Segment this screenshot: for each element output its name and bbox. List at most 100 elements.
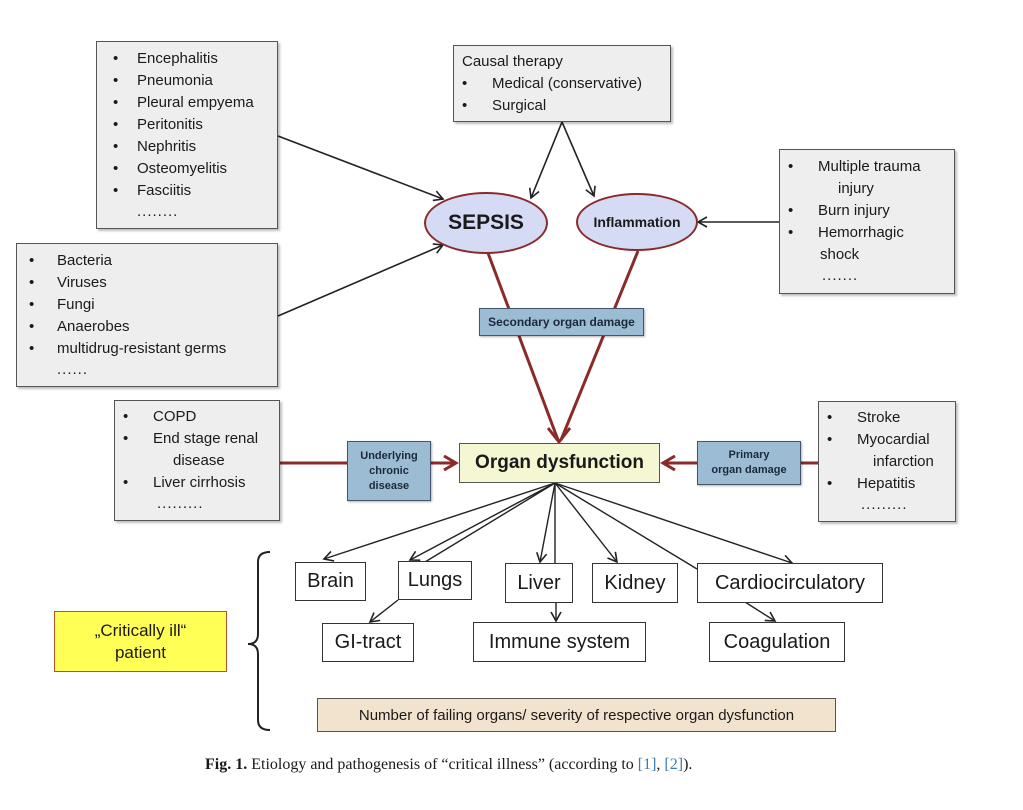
list-item: •Burn injury <box>788 200 954 222</box>
bullet-icon: • <box>123 408 129 425</box>
organ-cardiocirculatory: Cardiocirculatory <box>697 563 883 603</box>
list-item: •Fasciitis <box>113 180 277 202</box>
bullet-icon: • <box>113 182 119 199</box>
arrow-to-brain <box>322 482 556 562</box>
arrow-to-kidney <box>554 482 619 564</box>
therapy-title: Causal therapy <box>462 53 563 70</box>
bullet-icon: • <box>29 318 35 335</box>
primary-line2: organ damage <box>711 464 787 476</box>
underlying-line1: Underlying <box>360 449 418 462</box>
severity-label: Number of failing organs/ severity of re… <box>358 706 795 724</box>
organ-coagulation: Coagulation <box>709 622 845 662</box>
bullet-icon: • <box>827 475 833 492</box>
list-item: •Liver cirrhosis <box>123 472 279 494</box>
organ-lungs-label: Lungs <box>407 569 463 591</box>
bullet-icon: • <box>827 409 833 426</box>
secondary-organ-damage-label: Secondary organ damage <box>488 315 635 329</box>
infections-box: •Encephalitis •Pneumonia •Pleural empyem… <box>96 41 278 229</box>
curly-brace <box>247 551 271 731</box>
organ-cardio-label: Cardiocirculatory <box>714 571 866 594</box>
list-item: •Anaerobes <box>29 316 277 338</box>
bullet-icon: • <box>788 158 794 175</box>
reference-link-2[interactable]: [2] <box>664 756 684 773</box>
critically-ill-line2: patient <box>114 642 167 662</box>
ellipsis: ...... <box>57 361 89 378</box>
arrow-to-lungs-1 <box>408 482 556 561</box>
arrow-inflammation-to-organ-dysfunction <box>559 250 640 441</box>
list-item: •Bacteria <box>29 250 277 272</box>
organ-liver-label: Liver <box>517 571 561 594</box>
organ-gi-label: GI-tract <box>334 631 402 653</box>
reference-link-1[interactable]: [1] <box>637 756 657 773</box>
organ-dysfunction-label: Organ dysfunction <box>475 452 644 473</box>
secondary-organ-damage-box: Secondary organ damage <box>479 308 644 336</box>
bullet-icon: • <box>113 94 119 111</box>
critically-ill-line1: „Critically ill“ <box>94 620 187 640</box>
organ-brain-label: Brain <box>307 570 354 592</box>
bullet-icon: • <box>123 430 129 447</box>
list-item: •Stroke <box>827 407 955 429</box>
caption-separator: , <box>656 756 665 773</box>
bullet-icon: • <box>113 138 119 155</box>
inflammation-node: Inflammation <box>576 193 698 251</box>
bullet-icon: • <box>123 474 129 491</box>
causal-therapy-box: Causal therapy •Medical (conservative) •… <box>453 45 671 122</box>
bullet-icon: • <box>462 75 468 92</box>
organ-lungs: Lungs <box>398 561 472 600</box>
list-item: •Medical (conservative) <box>462 73 670 95</box>
primary-organ-damage-box: Primary organ damage <box>697 441 801 485</box>
underlying-chronic-disease-box: Underlying chronic disease <box>347 441 431 501</box>
bullet-icon: • <box>29 340 35 357</box>
organ-brain: Brain <box>295 562 366 601</box>
arrow-sepsis-to-organ-dysfunction <box>486 252 560 441</box>
red-arrowhead-top <box>546 427 572 445</box>
bullet-icon: • <box>113 50 119 67</box>
ellipsis: ....... <box>822 267 859 284</box>
bullet-icon: • <box>113 116 119 133</box>
list-item: •Nephritis <box>113 136 277 158</box>
bullet-icon: • <box>29 274 35 291</box>
bullet-icon: • <box>113 72 119 89</box>
list-item: •Encephalitis <box>113 48 277 70</box>
ellipsis: ......... <box>157 495 204 512</box>
bullet-icon: • <box>29 296 35 313</box>
pathogens-box: •Bacteria •Viruses •Fungi •Anaerobes •mu… <box>16 243 278 387</box>
bullet-icon: • <box>788 224 794 241</box>
bullet-icon: • <box>29 252 35 269</box>
list-item: •Fungi <box>29 294 277 316</box>
arrow-to-cardio <box>554 482 794 566</box>
arrow-pathogens-to-sepsis <box>277 243 445 317</box>
caption-text: Etiology and pathogenesis of “critical i… <box>247 756 638 773</box>
organ-immune-system: Immune system <box>473 622 646 662</box>
ellipsis: ......... <box>861 496 908 513</box>
sepsis-node: SEPSIS <box>424 192 548 254</box>
list-item: •Pneumonia <box>113 70 277 92</box>
arrow-cardio-to-coagulation <box>744 601 777 622</box>
bullet-icon: • <box>788 202 794 219</box>
list-item: •Osteomyelitis <box>113 158 277 180</box>
arrow-therapy-to-inflammation <box>561 121 596 198</box>
list-item: •Peritonitis <box>113 114 277 136</box>
caption-prefix: Fig. 1. <box>205 756 248 773</box>
caption-suffix: ). <box>683 756 693 773</box>
line-to-cardio-corner <box>554 482 698 570</box>
list-item: •COPD <box>123 406 279 428</box>
figure-caption: Fig. 1. Etiology and pathogenesis of “cr… <box>205 756 905 774</box>
organ-kidney-label: Kidney <box>604 571 666 594</box>
bullet-icon: • <box>462 97 468 114</box>
sepsis-label: SEPSIS <box>448 211 524 234</box>
list-item: •Pleural empyema <box>113 92 277 114</box>
organ-liver: Liver <box>505 563 573 603</box>
organ-gi-tract: GI-tract <box>322 623 414 662</box>
arrow-to-lungs-2 <box>424 482 556 563</box>
underlying-line2: chronic <box>369 464 409 477</box>
underlying-line3: disease <box>368 479 410 492</box>
inflammation-label: Inflammation <box>593 214 681 230</box>
